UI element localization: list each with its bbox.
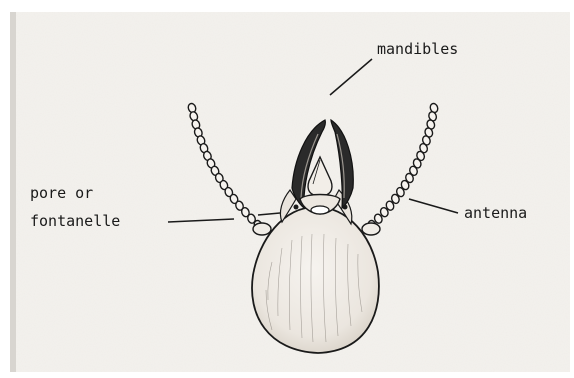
right-antenna-socket (362, 223, 380, 235)
label-antenna: antenna (464, 204, 527, 222)
label-mandibles: mandibles (377, 40, 458, 58)
pore-dot-right (343, 205, 348, 210)
pore-dot-left (294, 205, 299, 210)
left-antenna-socket (253, 223, 271, 235)
fontanelle-pore (311, 206, 329, 214)
label-pore-line2: fontanelle (30, 212, 120, 230)
label-pore-line1: pore or (30, 184, 93, 202)
scan-edge (10, 12, 16, 372)
